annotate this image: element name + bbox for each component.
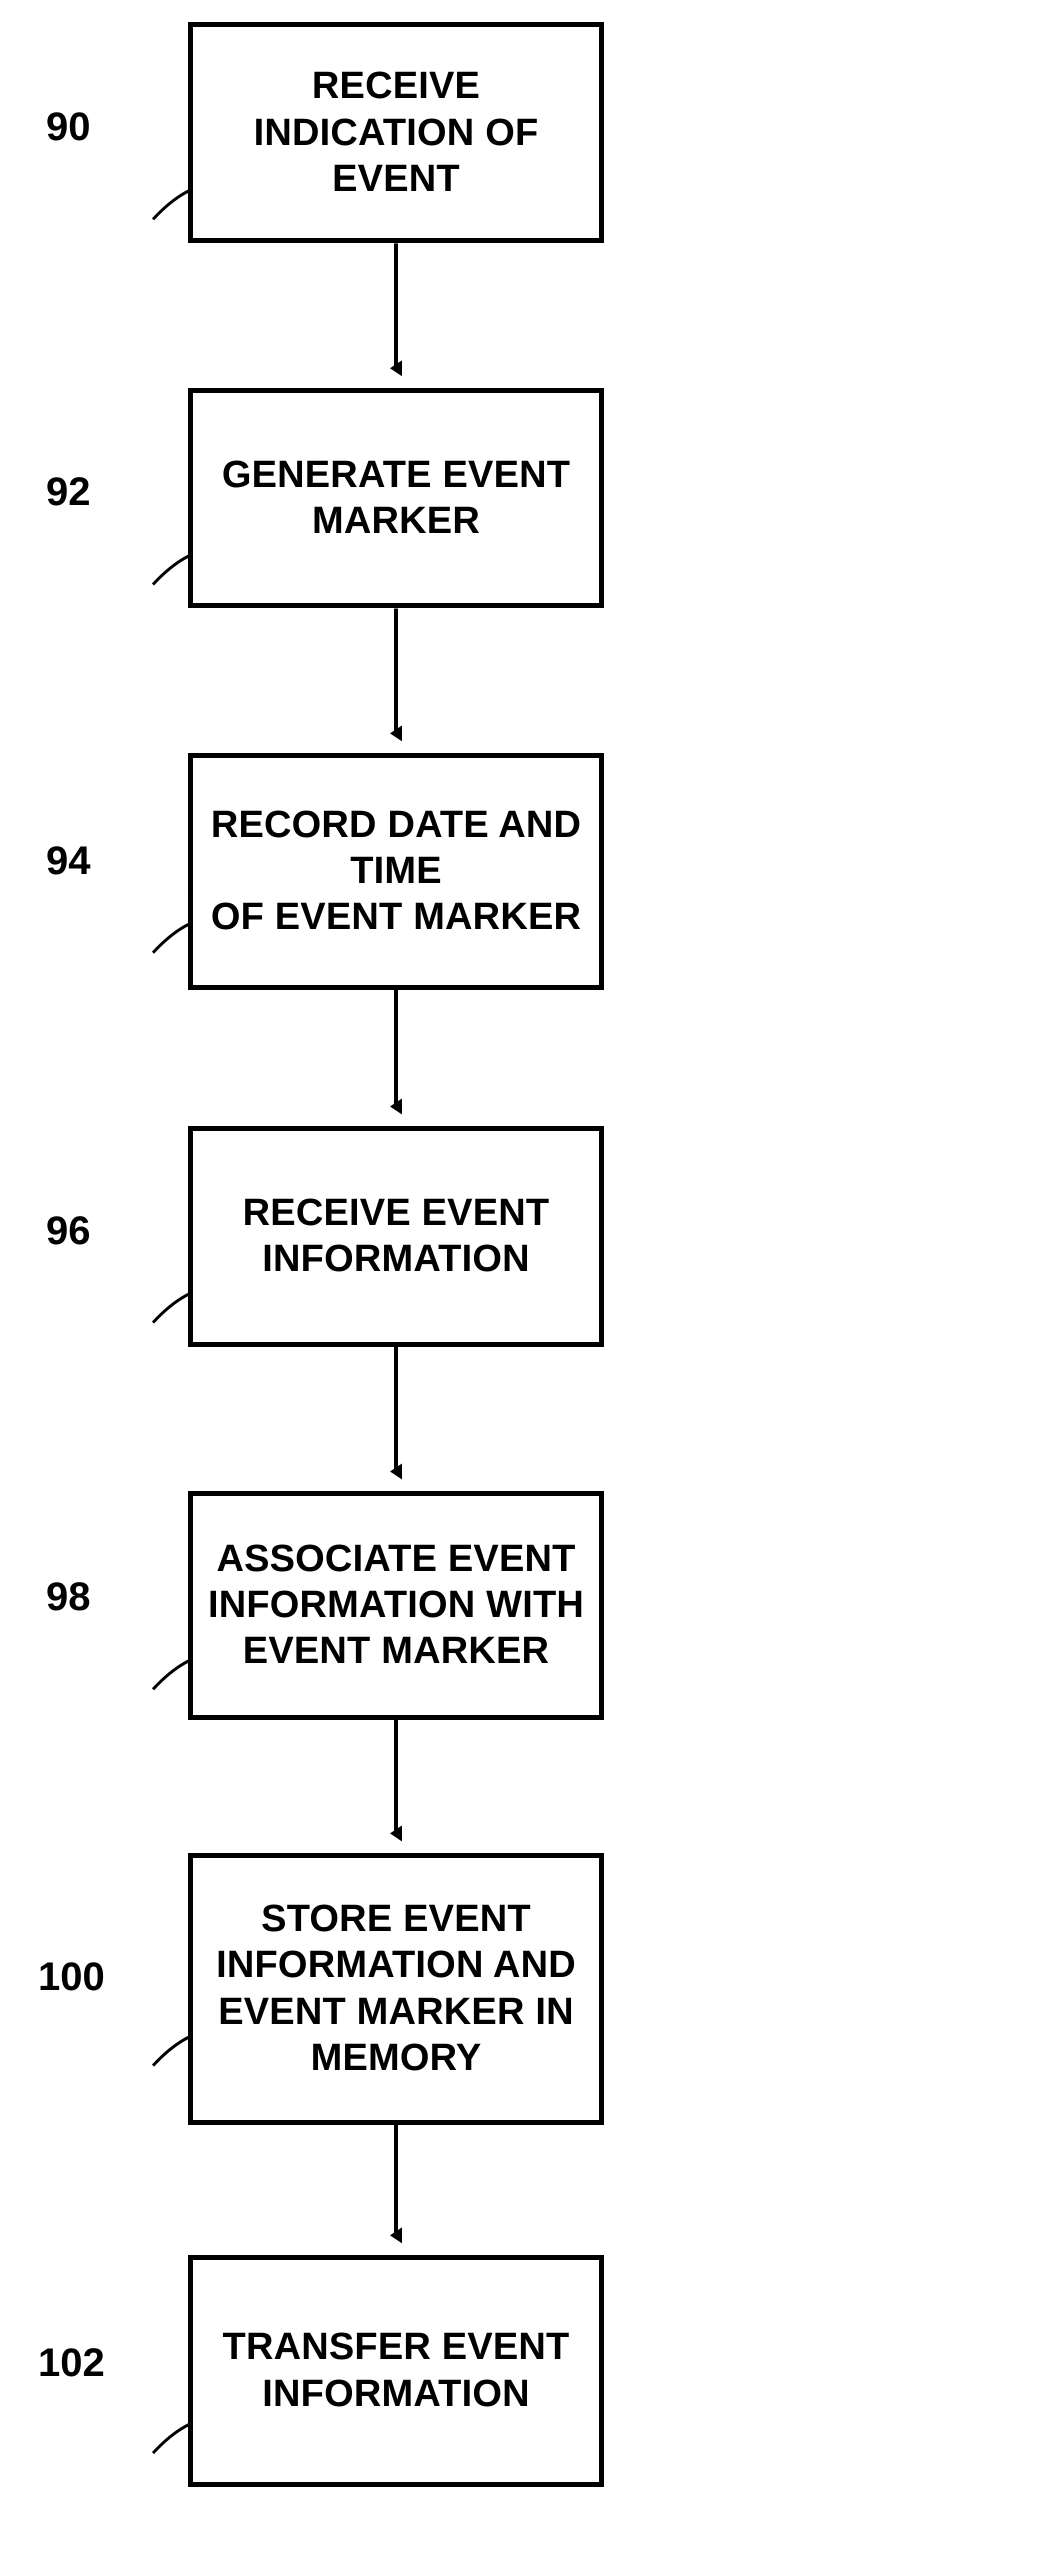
step-label-90: RECEIVE INDICATION OF EVENT [253, 65, 539, 201]
step-label-94: RECORD DATE AND TIME OF EVENT MARKER [210, 803, 582, 939]
flowchart-step-90: RECEIVE INDICATION OF EVENT [188, 22, 604, 244]
flowchart-step-94: RECORD DATE AND TIME OF EVENT MARKER [188, 752, 604, 990]
step-label-92: GENERATE EVENT MARKER [221, 453, 571, 542]
step-label-96: RECEIVE EVENT INFORMATION [242, 1191, 550, 1281]
reference-number-90: 90 [46, 105, 91, 150]
flowchart-step-98: ASSOCIATE EVENT INFORMATION WITH EVENT M… [188, 1490, 604, 1720]
flowchart-step-102: TRANSFER EVENT INFORMATION [188, 2254, 604, 2487]
reference-number-94: 94 [46, 838, 91, 883]
flowchart-step-100: STORE EVENT INFORMATION AND EVENT MARKER… [188, 1852, 604, 2125]
reference-number-96: 96 [46, 1208, 91, 1253]
reference-number-98: 98 [46, 1575, 91, 1620]
flowchart-step-96: RECEIVE EVENT INFORMATION [188, 1125, 604, 1347]
reference-number-92: 92 [46, 470, 91, 515]
reference-number-102: 102 [38, 2340, 105, 2385]
flowchart-step-92: GENERATE EVENT MARKER [188, 387, 604, 609]
step-label-100: STORE EVENT INFORMATION AND EVENT MARKER… [216, 1898, 576, 2080]
step-label-102: TRANSFER EVENT INFORMATION [222, 2326, 570, 2415]
reference-number-100: 100 [38, 1954, 105, 1999]
step-label-98: ASSOCIATE EVENT INFORMATION WITH EVENT M… [207, 1537, 585, 1673]
